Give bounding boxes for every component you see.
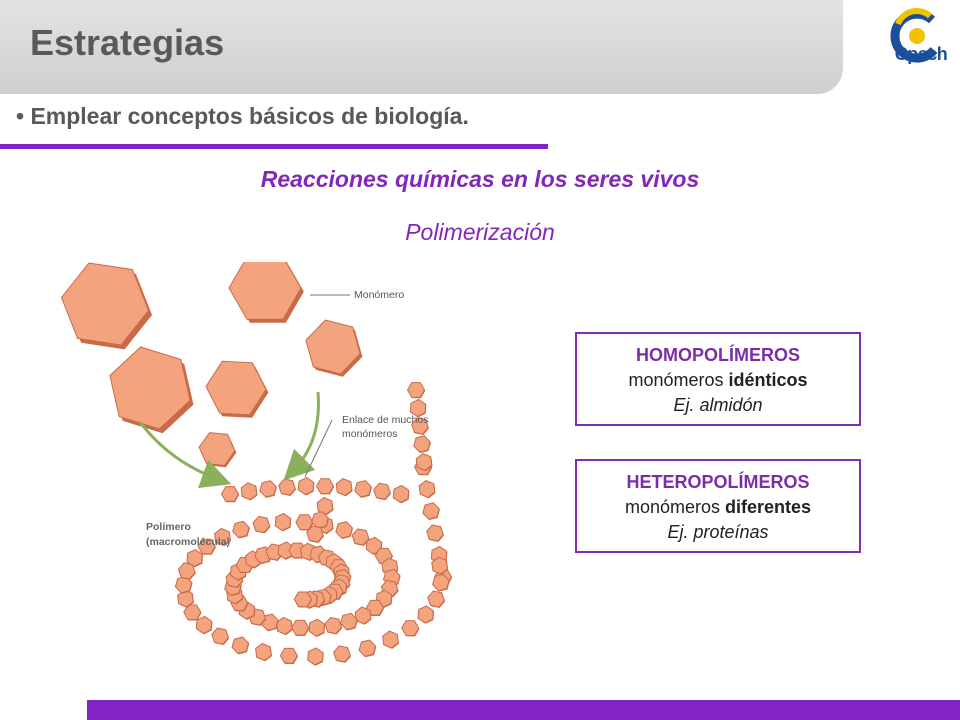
chain-hexagon-13	[422, 502, 440, 520]
chain-hexagon-57	[354, 606, 372, 625]
chain-hexagon-28	[358, 639, 377, 657]
arrow-right	[283, 391, 320, 481]
chain-hexagon-45	[274, 512, 292, 532]
homopolymers-box: HOMOPOLÍMEROS monómeros idénticos Ej. al…	[575, 332, 861, 426]
bullet-marker: •	[16, 103, 25, 129]
chain-hexagon-36	[183, 604, 202, 621]
chain-hexagon-37	[177, 589, 194, 608]
label-bond-line2: monómeros	[342, 428, 397, 440]
chain-hexagon-34	[211, 627, 230, 645]
objective-bullet: • Emplear conceptos básicos de biología.	[16, 103, 469, 130]
homopolymers-example: Ej. almidón	[673, 395, 763, 415]
chain-hexagon-46	[295, 514, 314, 530]
chain-hexagon-92	[316, 497, 334, 515]
chain-hexagon-91	[293, 591, 312, 608]
chain-hexagon-4	[278, 478, 296, 496]
chain-hexagon-42	[214, 527, 231, 546]
chain-hexagon-30	[307, 647, 324, 666]
chain-hexagon-43	[232, 520, 250, 539]
chain-hexagon-5	[297, 477, 315, 496]
polymer-chain	[174, 382, 453, 666]
chain-hexagon-17	[415, 453, 433, 471]
chain-hexagon-41	[197, 538, 216, 555]
polymerization-diagram: Monómero Enlace de muchos monómeros Polí…	[60, 262, 453, 666]
heteropolymers-example: Ej. proteínas	[667, 522, 769, 542]
chain-hexagon-58	[340, 612, 358, 631]
chain-hexagon-26	[401, 620, 420, 636]
heteropolymers-heading: HETEROPOLÍMEROS	[626, 472, 810, 492]
chain-hexagon-7	[335, 478, 353, 497]
chain-hexagon-6	[315, 478, 335, 494]
chain-hexagon-21	[406, 382, 426, 398]
objective-text: Emplear conceptos básicos de biología.	[30, 103, 469, 129]
monomer-hexagon-5	[305, 319, 361, 375]
monomer-hexagon-2	[228, 262, 302, 320]
cpech-logo-icon	[890, 7, 938, 63]
chain-hexagon-38	[174, 575, 193, 594]
chain-hexagon-35	[195, 615, 213, 634]
homopolymers-text: monómeros	[628, 370, 729, 390]
chain-hexagon-9	[373, 482, 391, 500]
chain-hexagon-22	[431, 556, 449, 575]
homopolymers-description: monómeros idénticos	[577, 368, 859, 393]
arrow-left	[138, 421, 232, 489]
chain-hexagon-24	[427, 590, 445, 608]
section-subtitle: Polimerización	[405, 219, 555, 245]
chain-hexagon-3	[259, 480, 277, 498]
chain-hexagon-12	[418, 480, 436, 498]
heteropolymers-text: monómeros	[624, 497, 725, 517]
chain-hexagon-25	[417, 605, 434, 624]
chain-hexagon-40	[186, 549, 203, 568]
chain-hexagon-48	[335, 521, 353, 539]
chain-hexagon-50	[365, 536, 383, 555]
page-title: Estrategias	[30, 22, 225, 63]
chain-hexagon-23	[432, 573, 450, 592]
monomer-hexagon-1	[60, 262, 150, 346]
chain-hexagon-14	[426, 524, 444, 542]
chain-hexagon-2	[240, 482, 258, 501]
label-polymer-line2: (macromolécula)	[146, 536, 230, 548]
heteropolymers-description: monómeros diferentes	[577, 495, 859, 520]
chain-hexagon-29	[333, 645, 351, 663]
monomer-group	[60, 262, 363, 468]
chain-hexagon-32	[255, 642, 272, 661]
label-monomer: Monómero	[354, 289, 404, 301]
chain-hexagon-61	[291, 619, 310, 636]
label-bond-line1: Enlace de muchos	[342, 414, 428, 426]
chain-hexagon-27	[382, 630, 399, 649]
homopolymers-heading: HOMOPOLÍMEROS	[635, 345, 800, 365]
heteropolymers-bold: diferentes	[725, 497, 812, 517]
chain-hexagon-31	[279, 647, 298, 664]
label-polymer-line1: Polímero	[146, 521, 191, 533]
chain-hexagon-60	[308, 618, 325, 637]
monomer-hexagon-3	[109, 346, 191, 430]
chain-hexagon-1	[220, 486, 240, 502]
chain-hexagon-8	[354, 480, 372, 498]
logo-text: Cpech	[894, 44, 948, 64]
chain-hexagon-49	[351, 528, 370, 546]
title-bar	[0, 0, 843, 94]
chain-hexagon-44	[252, 515, 271, 534]
chain-hexagon-19	[411, 417, 429, 435]
chain-hexagon-94	[306, 525, 324, 543]
chain-hexagon-18	[413, 435, 431, 453]
chain-hexagon-56	[365, 599, 384, 616]
title-underline	[0, 144, 548, 149]
monomer-hexagon-4	[205, 360, 267, 416]
heteropolymers-box: HETEROPOLÍMEROS monómeros diferentes Ej.…	[575, 459, 861, 553]
bond-leader-line	[304, 419, 333, 478]
homopolymers-bold: idénticos	[728, 370, 808, 390]
chain-hexagon-33	[231, 636, 250, 655]
section-title: Reacciones químicas en los seres vivos	[260, 166, 700, 192]
chain-hexagon-20	[409, 398, 427, 418]
footer-bar	[87, 700, 960, 720]
chain-hexagon-10	[392, 484, 410, 504]
